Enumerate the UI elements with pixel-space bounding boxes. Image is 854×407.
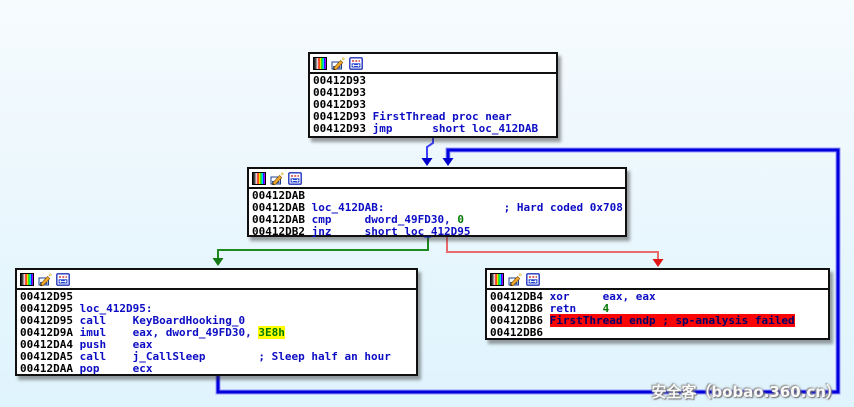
code-segment-addr: 00412D93 [313,86,366,99]
code-segment-code: xor eax, eax [549,290,656,303]
code-segment-addr: 00412DB4 [490,290,550,303]
edge-jnz-taken-to-412D95-arrowhead [212,258,224,266]
code-segment-code: cmp dword_49FD30, [311,213,458,226]
edit-node-icon[interactable] [270,171,284,185]
code-segment-addr: 00412D93 [313,122,373,135]
node-color-icon[interactable] [20,272,34,286]
code-segment-code: jmp short loc_412DAB [372,122,539,135]
code-segment-code: jnz short loc_412D95 [311,225,471,238]
group-node-icon[interactable] [56,272,70,286]
code-segment-addr: 00412D93 [313,74,366,87]
code-line[interactable]: 00412DA4 push eax [20,339,413,351]
code-segment-addr: 00412DB6 [490,302,550,315]
code-segment-code: FirstThread proc near [372,110,512,123]
edge-jnz-taken-to-412D95 [217,237,429,258]
node-color-icon[interactable] [490,272,504,286]
edge-loop-back-to-412DAB-arrowhead [442,158,454,166]
code-segment-addr: 00412DAB [252,213,312,226]
code-line[interactable]: 00412DB6 retn 4 [490,303,825,315]
code-segment-addr: 00412D93 [313,110,373,123]
code-segment-num: 4 [602,302,610,315]
code-segment-addr: 00412DB6 [490,326,543,339]
node-titlebar[interactable] [249,169,625,189]
code-segment-addr: 00412D95 [20,314,80,327]
code-line[interactable]: 00412D93 [313,75,553,87]
code-segment-code: retn [549,302,603,315]
code-segment-addr: 00412DB6 [490,314,550,327]
code-segment-code: push eax [79,338,153,351]
code-segment-addr: 00412DA4 [20,338,80,351]
edge-jmp-to-412DAB-arrowhead [421,158,433,166]
edge-fallthrough-to-412DB4 [446,237,659,259]
code-line[interactable]: 00412DAB [252,190,622,202]
edit-node-icon[interactable] [331,56,345,70]
code-segment-code: pop ecx [79,362,153,375]
code-segment-code: imul eax, dword_49FD30, [79,326,259,339]
group-node-icon[interactable] [526,272,540,286]
code-segment-addr: 00412D9A [20,326,80,339]
code-segment-code: loc_412DAB: ; Hard coded 0x708 [311,201,623,214]
code-line[interactable]: 00412D9A imul eax, dword_49FD30, 3E8h [20,326,413,339]
code-line[interactable]: 00412D95 [20,291,413,303]
code-line[interactable]: 00412DB4 xor eax, eax [490,291,825,303]
node-color-icon[interactable] [252,171,266,185]
group-node-icon[interactable] [288,171,302,185]
code-line[interactable]: 00412DAB loc_412DAB: ; Hard coded 0x708 [252,201,623,214]
code-line[interactable]: 00412D93 jmp short loc_412DAB [313,123,553,135]
code-line[interactable]: 00412D93 [313,99,553,111]
group-node-icon[interactable] [349,56,363,70]
code-line[interactable]: 00412DB6 [490,327,825,339]
edge-fallthrough-to-412DB4-arrowhead [652,259,664,267]
node-titlebar[interactable] [17,270,416,290]
code-line[interactable]: 00412DAB cmp dword_49FD30, 0 [252,214,622,226]
code-segment-addr: 00412DA5 [20,350,80,363]
code-segment-addr: 00412DB2 [252,225,312,238]
code-line[interactable]: 00412D95 loc_412D95: [20,303,413,315]
code-segment-addr: 00412D93 [313,98,366,111]
code-segment-hlR: FirstThread endp ; sp-analysis failed [549,314,795,327]
code-segment-addr: 00412DAA [20,362,80,375]
node-color-icon[interactable] [313,56,327,70]
edge-jmp-to-412DAB [426,138,434,158]
code-segment-hlY: 3E8h [258,326,285,339]
code-segment-addr: 00412D95 [20,290,73,303]
code-segment-code: call j_CallSleep ; Sleep half an hour [79,350,391,363]
code-line[interactable]: 00412DB2 jnz short loc_412D95 [252,226,622,238]
code-segment-num: 0 [457,213,464,226]
code-segment-addr: 00412DAB [252,201,312,214]
code-line[interactable]: 00412DAA pop ecx [20,363,413,375]
code-segment-code: call KeyBoardHooking_0 [79,314,246,327]
edge-loop-back-to-412DAB [216,148,840,394]
edit-node-icon[interactable] [38,272,52,286]
code-segment-code: loc_412D95: [79,302,153,315]
code-line[interactable]: 00412D93 FirstThread proc near [313,111,553,123]
code-line[interactable]: 00412D95 call KeyBoardHooking_0 [20,315,413,327]
code-line[interactable]: 00412DA5 call j_CallSleep ; Sleep half a… [20,351,413,363]
code-segment-addr: 00412DAB [252,189,305,202]
code-segment-addr: 00412D95 [20,302,80,315]
node-titlebar[interactable] [310,54,556,74]
code-line[interactable]: 00412DB6 FirstThread endp ; sp-analysis … [490,314,825,327]
code-line[interactable]: 00412D93 [313,87,553,99]
edit-node-icon[interactable] [508,272,522,286]
node-titlebar[interactable] [487,270,828,290]
